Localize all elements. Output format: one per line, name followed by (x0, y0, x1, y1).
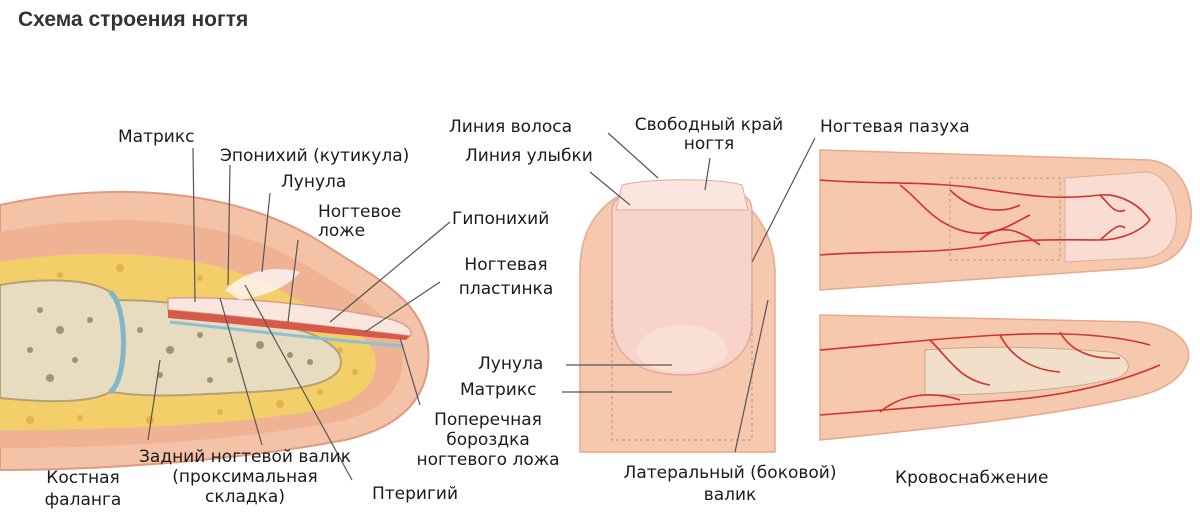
middle-phalanx-bone (0, 279, 125, 403)
label-matrix-left: Матрикс (118, 127, 195, 147)
label-groove-line1: Поперечная (434, 410, 542, 430)
label-nail-plate: Ногтевая пластинка (436, 253, 576, 301)
label-groove-line2: бороздка (446, 430, 530, 450)
bone-side-blood (924, 346, 1129, 396)
label-blood-supply: Кровоснабжение (895, 468, 1049, 488)
label-free-edge: Свободный край ногтя (614, 116, 804, 154)
vessels-top (819, 179, 1151, 256)
page-title: Схема строения ногтя (18, 8, 249, 31)
label-fold-line3: складка) (205, 487, 285, 507)
label-nail-bed-line1: Ногтевое (318, 202, 402, 222)
joint-cartilage (108, 290, 126, 395)
label-nail-bed: Ногтевое ложе (318, 203, 401, 241)
label-lunula-left: Лунула (281, 172, 347, 192)
label-hair-line: Линия волоса (449, 117, 573, 137)
label-bone-line1: Костная (46, 468, 120, 488)
matrix-outline (611, 300, 753, 441)
label-fold-line2: (проксимальная (172, 467, 318, 487)
label-lateral-fold: Латеральный (боковой) валик (590, 462, 870, 506)
label-lunula-mid: Лунула (478, 354, 544, 374)
label-bone-line2: фаланга (44, 490, 122, 510)
label-lateral-line1: Латеральный (боковой) (623, 463, 837, 483)
label-pterygium: Птеригий (372, 484, 459, 504)
label-nail-plate-line1: Ногтевая (464, 255, 548, 275)
label-fold-line1: Задний ногтевой валик (139, 447, 351, 467)
label-proximal-fold: Задний ногтевой валик (проксимальная скл… (110, 447, 380, 507)
label-bone-phalanx: Костная фаланга (28, 467, 138, 511)
label-lateral-line2: валик (703, 485, 757, 505)
vascular-layer (169, 320, 405, 348)
bone-texture (27, 307, 313, 383)
label-transverse-groove: Поперечная бороздка ногтевого ложа (398, 410, 578, 470)
label-eponychium: Эпонихий (кутикула) (220, 146, 410, 166)
lunula-top (636, 325, 728, 372)
label-nail-bed-line2: ложе (318, 221, 366, 241)
finger-top-view (579, 179, 776, 453)
blood-supply-top (819, 149, 1192, 291)
nail-bed-section (168, 310, 410, 340)
label-smile-line: Линия улыбки (465, 146, 593, 166)
label-hyponychium: Гипонихий (452, 209, 550, 229)
bone-outline-top (949, 177, 1061, 261)
free-edge (615, 179, 749, 211)
label-groove-line3: ногтевого ложа (416, 450, 560, 470)
lunula-section (225, 269, 300, 300)
label-free-edge-line2: ногтя (683, 134, 735, 154)
label-nail-plate-line2: пластинка (458, 279, 554, 299)
label-free-edge-line1: Свободный край (634, 115, 784, 135)
label-matrix-mid: Матрикс (460, 380, 537, 400)
nail-blood (1064, 171, 1177, 263)
leader-lines (147, 132, 816, 481)
label-nail-sinus: Ногтевая пазуха (820, 117, 970, 137)
blood-supply-side (819, 314, 1190, 441)
vessels-side (819, 331, 1161, 416)
finger-cross-section (0, 190, 430, 472)
